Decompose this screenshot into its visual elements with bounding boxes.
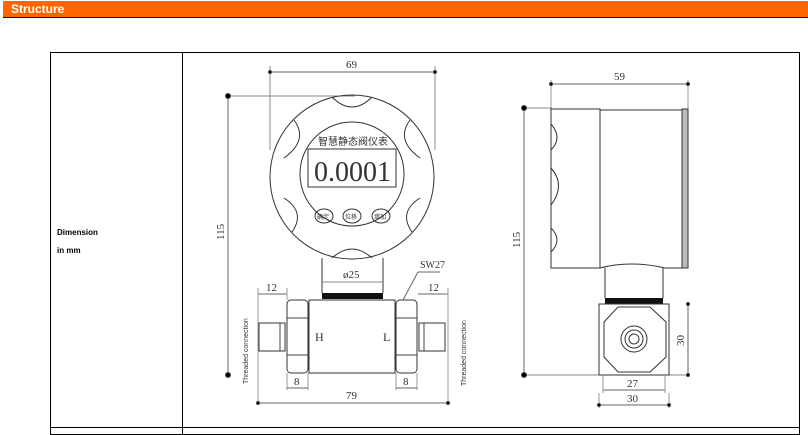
front-view: 69 115 智慧静态阀仪表 0.0001 确定 位移 增加 ø25 H L bbox=[215, 59, 468, 405]
left-connection-label: Threaded connection bbox=[243, 318, 250, 384]
side-view: 59 115 30 27 30 bbox=[511, 71, 690, 408]
dim-left-nut: 8 bbox=[294, 376, 300, 388]
button-increase: 增加 bbox=[374, 213, 386, 221]
dim-overall-length: 79 bbox=[346, 390, 358, 402]
dim-69: 69 bbox=[346, 59, 358, 71]
dim-right-nut: 8 bbox=[403, 376, 409, 388]
dim-115-front: 115 bbox=[215, 223, 227, 240]
port-high: H bbox=[315, 330, 324, 344]
dim-block-height: 30 bbox=[675, 335, 687, 347]
unit-label: in mm bbox=[57, 246, 81, 255]
dim-block-width: 30 bbox=[627, 393, 639, 405]
dim-neck-diameter: ø25 bbox=[343, 269, 360, 281]
dim-depth: 59 bbox=[614, 71, 626, 83]
right-connection-label: Threaded connection bbox=[461, 320, 468, 386]
section-header: Structure bbox=[3, 1, 808, 18]
dim-115-side: 115 bbox=[511, 231, 523, 248]
dim-left-thread: 12 bbox=[266, 282, 277, 294]
port-low: L bbox=[383, 330, 390, 344]
wrench-size: SW27 bbox=[420, 260, 445, 271]
display-value: 0.0001 bbox=[314, 157, 391, 188]
row-divider bbox=[51, 427, 799, 428]
device-title: 智慧静态阀仪表 bbox=[318, 135, 388, 148]
section-title: Structure bbox=[11, 2, 65, 16]
dim-right-thread: 12 bbox=[428, 282, 439, 294]
dimension-label: Dimension bbox=[57, 228, 98, 237]
label-cell: Dimension in mm bbox=[51, 53, 183, 434]
button-confirm: 确定 bbox=[317, 213, 329, 221]
dim-hex-width: 27 bbox=[627, 378, 639, 390]
button-shift: 位移 bbox=[345, 213, 357, 221]
